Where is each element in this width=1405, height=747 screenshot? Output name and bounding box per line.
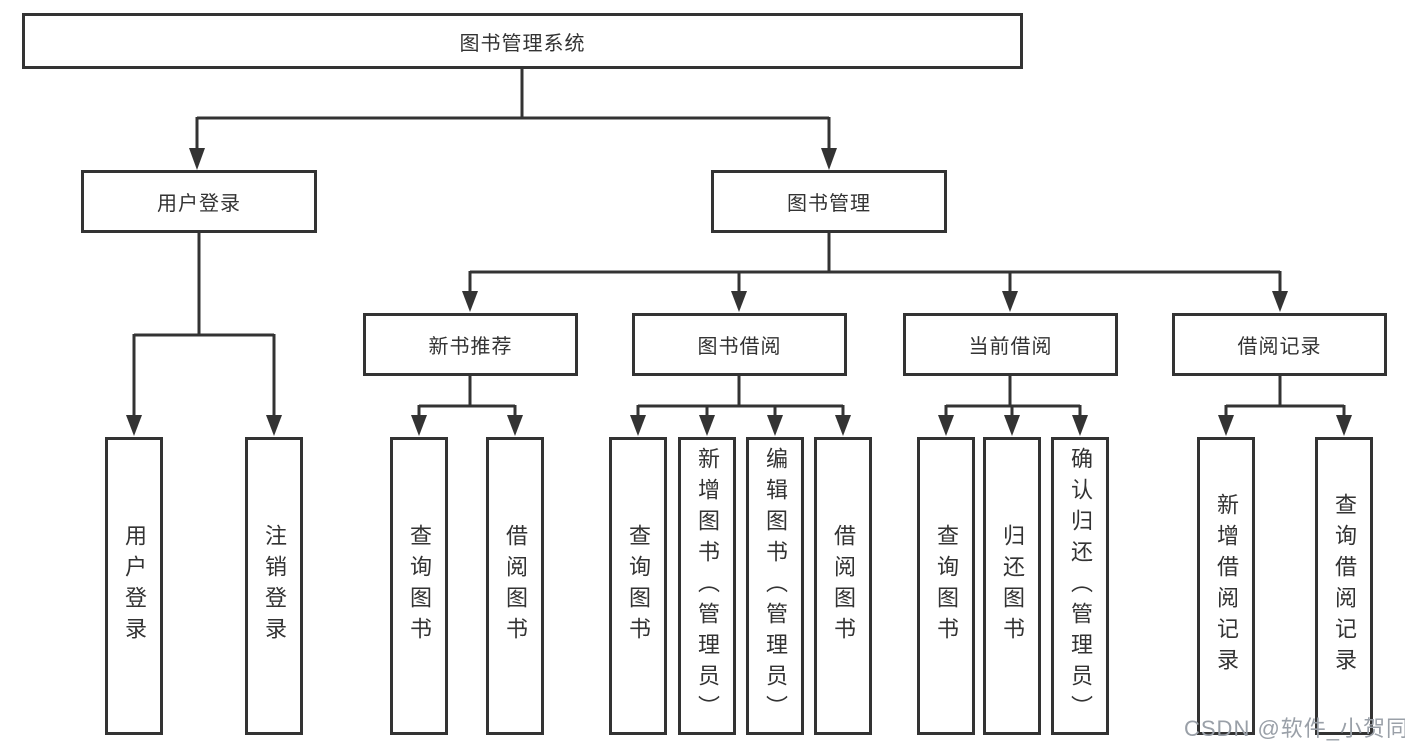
node-label: 编辑图书（管理员） [763, 446, 788, 726]
node-borrow-record: 借阅记录 [1172, 313, 1387, 376]
node-leaf-confirm-return-admin: 确认归还（管理员） [1051, 437, 1109, 735]
node-label: 借阅图书 [831, 524, 856, 648]
node-label: 借阅记录 [1237, 336, 1322, 358]
node-leaf-borrow-book-2: 借阅图书 [814, 437, 872, 735]
node-book-borrow: 图书借阅 [632, 313, 847, 376]
node-current-borrow: 当前借阅 [903, 313, 1118, 376]
node-label: 确认归还（管理员） [1068, 446, 1093, 726]
node-leaf-query-borrow-record: 查询借阅记录 [1315, 437, 1373, 735]
node-label: 查询图书 [626, 524, 651, 648]
node-leaf-query-book-3: 查询图书 [917, 437, 975, 735]
node-label: 图书借阅 [697, 336, 782, 358]
arrowheads [126, 148, 1352, 436]
node-new-book-recommend: 新书推荐 [363, 313, 578, 376]
node-label: 新增图书（管理员） [695, 446, 720, 726]
node-label: 查询借阅记录 [1332, 493, 1357, 679]
node-leaf-return-book: 归还图书 [983, 437, 1041, 735]
node-label: 查询图书 [934, 524, 959, 648]
node-label: 新书推荐 [428, 336, 513, 358]
node-label: 归还图书 [1000, 524, 1025, 648]
node-user-login: 用户登录 [81, 170, 317, 233]
node-book-management: 图书管理 [711, 170, 947, 233]
csdn-watermark: CSDN @软件_小贺同学 [1184, 716, 1405, 741]
node-leaf-query-book-2: 查询图书 [609, 437, 667, 735]
node-leaf-add-borrow-record: 新增借阅记录 [1197, 437, 1255, 735]
node-leaf-borrow-book-1: 借阅图书 [486, 437, 544, 735]
node-label: 图书管理 [787, 193, 871, 215]
node-leaf-logout: 注销登录 [245, 437, 303, 735]
node-label: 当前借阅 [968, 336, 1053, 358]
node-leaf-query-book-1: 查询图书 [390, 437, 448, 735]
node-label: 查询图书 [407, 524, 432, 648]
node-label: 图书管理系统 [459, 32, 586, 55]
node-label: 注销登录 [262, 524, 287, 648]
node-label: 用户登录 [122, 524, 147, 648]
node-leaf-add-book-admin: 新增图书（管理员） [678, 437, 736, 735]
node-label: 新增借阅记录 [1214, 493, 1239, 679]
node-leaf-edit-book-admin: 编辑图书（管理员） [746, 437, 804, 735]
node-label: 用户登录 [157, 193, 241, 215]
node-root-system: 图书管理系统 [22, 13, 1023, 69]
node-leaf-user-login: 用户登录 [105, 437, 163, 735]
node-label: 借阅图书 [503, 524, 528, 648]
